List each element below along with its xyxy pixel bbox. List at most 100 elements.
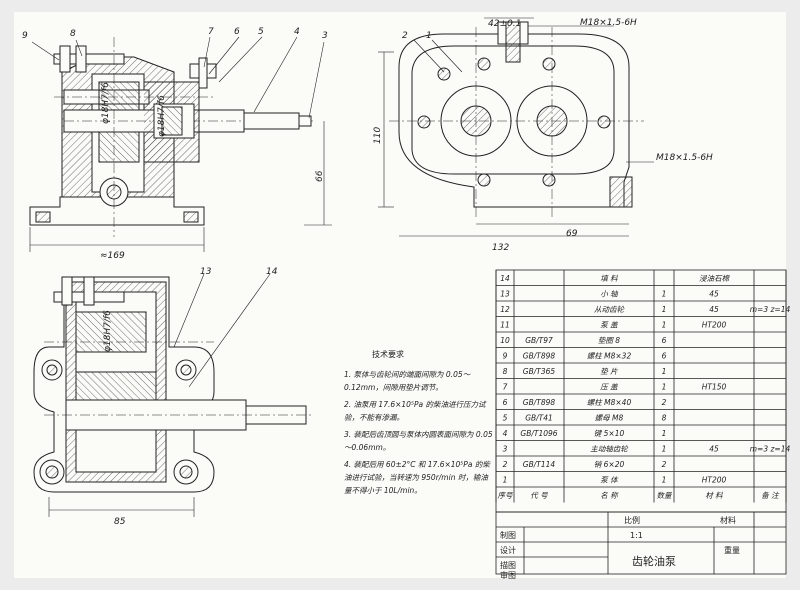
bom-cell-code: GB/T97 bbox=[525, 336, 553, 345]
balloon-5: 5 bbox=[258, 27, 264, 37]
bom-cell-material: HT150 bbox=[702, 383, 727, 392]
bom-cell-no: 11 bbox=[500, 321, 510, 330]
balloon-13: 13 bbox=[200, 267, 212, 277]
technical-requirements: 技术要求 1. 泵体与齿轮间的端面间隙为 0.05～0.12mm，间隙用垫片调节… bbox=[344, 349, 493, 495]
balloon-9: 9 bbox=[22, 31, 28, 41]
bom-cell-name: 垫圈 8 bbox=[598, 336, 620, 345]
balloon-7: 7 bbox=[208, 27, 214, 37]
bom-cell-name: 螺母 M8 bbox=[595, 414, 624, 423]
bom-cell-code: GB/T114 bbox=[523, 460, 556, 469]
top-section-view bbox=[33, 273, 314, 517]
bom-cell-no: 6 bbox=[503, 398, 508, 407]
bom-cell-qty: 6 bbox=[662, 336, 667, 345]
fit-label-1: φ18H7/f6 bbox=[101, 82, 111, 124]
dim-69: 69 bbox=[566, 229, 578, 239]
balloon-8: 8 bbox=[70, 29, 76, 39]
bom-cell-qty: 6 bbox=[662, 352, 667, 361]
bom-cell-qty: 1 bbox=[662, 445, 667, 454]
review-label: 审图 bbox=[500, 570, 516, 580]
thread-side: M18×1.5-6H bbox=[656, 153, 713, 163]
bom-cell-material: HT200 bbox=[702, 476, 727, 485]
bom-cell-code: GB/T898 bbox=[523, 352, 556, 361]
title-block bbox=[495, 511, 787, 575]
bom-cell-no: 12 bbox=[500, 305, 510, 314]
dim-85: 85 bbox=[114, 517, 126, 527]
note-item: 2. 油泵用 17.6×10⁵Pa 的柴油进行压力试验，不能有渗漏。 bbox=[344, 400, 486, 422]
bom-cell-no: 8 bbox=[503, 367, 508, 376]
bom-header-material: 材 料 bbox=[705, 491, 723, 500]
bom-cell-name: 销 6×20 bbox=[594, 460, 625, 469]
bom-cell-no: 13 bbox=[500, 290, 510, 299]
drawn-label: 制图 bbox=[500, 530, 516, 540]
trace-label: 描图 bbox=[500, 560, 516, 570]
design-label: 设计 bbox=[500, 545, 516, 555]
bom-cell-no: 7 bbox=[503, 383, 508, 392]
bom-cell-no: 3 bbox=[503, 445, 508, 454]
bom-cell-code: GB/T365 bbox=[523, 367, 556, 376]
bom-cell-name: 螺柱 M8×40 bbox=[587, 398, 632, 407]
bom-cell-material: 45 bbox=[709, 290, 719, 299]
bom-cell-qty: 2 bbox=[662, 460, 667, 469]
bom-cell-name: 压 盖 bbox=[600, 383, 619, 392]
bom-cell-remark: m=3 z=14 bbox=[750, 305, 791, 314]
notes-heading: 技术要求 bbox=[372, 349, 404, 359]
bom-cell-material: HT200 bbox=[702, 321, 727, 330]
dim-169: ≈169 bbox=[100, 251, 125, 261]
bom-cell-code: GB/T41 bbox=[525, 414, 553, 423]
thread-top: M18×1.5-6H bbox=[580, 18, 637, 28]
note-item: 3. 装配后齿顶圆与泵体内圆表面间隙为 0.05～0.06mm。 bbox=[344, 430, 493, 452]
bom-header-no: 序号 bbox=[498, 491, 513, 500]
bom-cell-code: GB/T898 bbox=[523, 398, 556, 407]
bom-header-qty: 数量 bbox=[657, 491, 673, 500]
dim-132: 132 bbox=[492, 243, 509, 253]
bom-cell-material: 浸油石棉 bbox=[699, 274, 730, 283]
bom-cell-name: 小 轴 bbox=[600, 290, 619, 299]
bom-cell-qty: 1 bbox=[662, 290, 667, 299]
balloon-4: 4 bbox=[294, 27, 300, 37]
balloon-3: 3 bbox=[322, 31, 328, 41]
bom-cell-qty: 1 bbox=[662, 367, 667, 376]
bom-cell-qty: 1 bbox=[662, 305, 667, 314]
note-item: 4. 装配后用 60±2°C 和 17.6×10⁵Pa 的柴油进行试验，当转速为… bbox=[344, 460, 490, 495]
bom-cell-name: 键 5×10 bbox=[594, 429, 625, 438]
bom-cell-qty: 8 bbox=[662, 414, 667, 423]
dim-110: 110 bbox=[373, 127, 383, 144]
fit-label-3: φ18H7/f6 bbox=[103, 310, 113, 352]
drawing-sheet: 9 8 7 6 5 4 3 ≈169 66 φ18H7/f6 φ18H7/f6 bbox=[14, 12, 790, 580]
bom-header-remark: 备 注 bbox=[761, 491, 780, 500]
assembly-drawing: 9 8 7 6 5 4 3 ≈169 66 φ18H7/f6 φ18H7/f6 bbox=[22, 17, 790, 580]
bom-cell-no: 2 bbox=[503, 460, 508, 469]
bom-cell-qty: 1 bbox=[662, 476, 667, 485]
bom-cell-name: 螺柱 M8×32 bbox=[587, 352, 632, 361]
bom-cell-name: 泵 盖 bbox=[600, 321, 619, 330]
bom-cell-no: 14 bbox=[500, 274, 510, 283]
balloon-14: 14 bbox=[266, 267, 278, 277]
dim-66: 66 bbox=[315, 170, 325, 182]
balloon-2: 2 bbox=[402, 31, 408, 41]
bom-cell-name: 垫 片 bbox=[600, 367, 618, 376]
material-label: 材料 bbox=[720, 515, 736, 525]
bom-cell-qty: 1 bbox=[662, 429, 667, 438]
bill-of-materials bbox=[495, 269, 787, 513]
ratio-label: 比例 bbox=[624, 515, 640, 525]
bom-cell-name: 主动轴齿轮 bbox=[590, 445, 629, 454]
bom-header-code: 代 号 bbox=[530, 491, 548, 500]
bom-cell-name: 填 料 bbox=[600, 274, 618, 283]
side-view bbox=[378, 17, 654, 237]
front-section-view bbox=[29, 36, 332, 252]
bom-cell-no: 1 bbox=[503, 476, 508, 485]
bom-cell-no: 4 bbox=[503, 429, 508, 438]
bom-cell-no: 10 bbox=[500, 336, 510, 345]
bom-cell-qty: 2 bbox=[662, 398, 667, 407]
balloon-1: 1 bbox=[426, 31, 432, 41]
weight-label: 重量 bbox=[724, 545, 740, 555]
bom-cell-material: 45 bbox=[709, 305, 719, 314]
drawing-title: 齿轮油泵 bbox=[632, 554, 676, 568]
bom-cell-qty: 1 bbox=[662, 383, 667, 392]
balloon-6: 6 bbox=[234, 27, 240, 37]
bom-cell-material: 45 bbox=[709, 445, 719, 454]
bom-cell-remark: m=3 z=14 bbox=[750, 445, 791, 454]
bom-cell-name: 从动齿轮 bbox=[594, 305, 625, 314]
bom-cell-name: 泵 体 bbox=[600, 476, 619, 485]
dim-42: 42±0.1 bbox=[488, 19, 521, 29]
